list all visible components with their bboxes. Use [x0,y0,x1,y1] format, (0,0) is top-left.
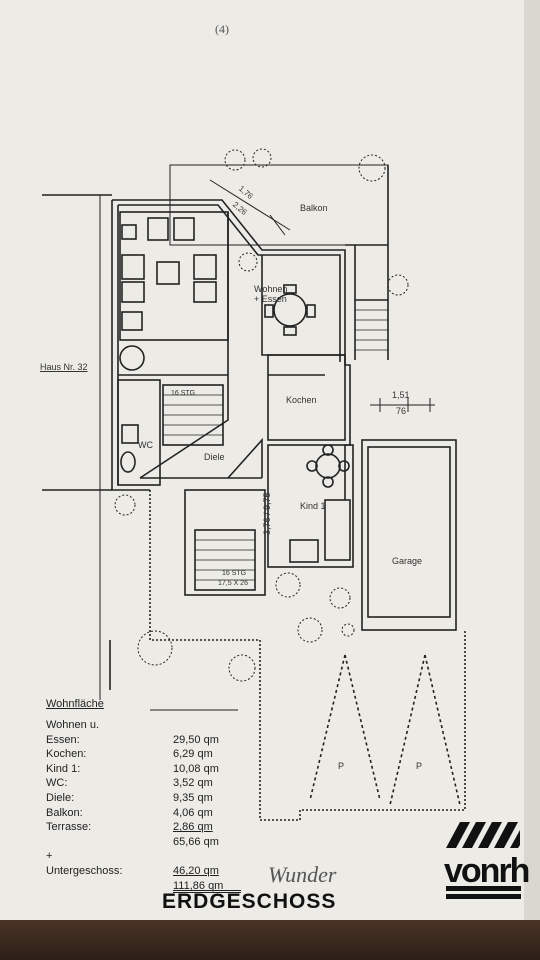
house-number-label: Haus Nr. 32 [40,362,88,372]
row-value: 2,86 qm [173,821,213,834]
stair-lower-label-a: 16 STG [222,570,247,577]
table-row: Kind 1: 10,08 qm [46,762,241,777]
table-row: Wohnen u. [46,718,241,733]
table-row: Kochen: 6,29 qm [46,747,241,762]
row-value: 65,66 qm [173,835,219,848]
row-label: WC: [46,777,68,790]
kochen-label: Kochen [286,395,317,405]
kind-dim-label: 3,76 / 9,75 [262,492,272,535]
row-label: + [46,850,53,863]
wohnflaeche-title: Wohnfläche [46,698,104,710]
row-value: 3,52 qm [173,777,213,790]
stair-upper-label: 16 STG [171,390,196,397]
row-label: Terrasse: [46,821,92,834]
table-row: Untergeschoss: 46,20 qm [46,864,241,879]
table-row: Terrasse: 2,86 qm [46,820,241,835]
row-label: Essen: [46,733,80,746]
kind-label: Kind 1 [300,501,326,511]
parking-label-2: P [416,761,423,771]
wc-label: WC [138,440,153,450]
diele-label: Diele [204,452,225,462]
stair-lower-label-b: 17,5 X 26 [218,580,248,587]
adjacent-page [524,0,540,920]
wohnen-label: Wohnen [254,284,288,294]
row-value: 46,20 qm [173,864,219,877]
essen-label: + Essen [254,294,287,304]
table-row: Essen: 29,50 qm [46,733,241,748]
row-value: 111,86 qm [173,879,241,894]
row-value: 10,08 qm [173,762,219,775]
table-row: + [46,849,241,864]
row-value: 6,29 qm [173,748,213,761]
row-value: 29,50 qm [173,733,219,746]
table-row: 111,86 qm [46,879,241,894]
balkon-label: Balkon [300,203,328,213]
table-row: Balkon: 4,06 qm [46,806,241,821]
company-logo: vonrh [444,852,530,890]
row-value [173,849,241,864]
dim-label-d: 76 [396,406,407,416]
row-label: Wohnen u. [46,719,100,731]
table-row: WC: 3,52 qm [46,776,241,791]
table-row: Diele: 9,35 qm [46,791,241,806]
row-label: Diele: [46,791,75,804]
floor-heading: ERDGESCHOSS [162,890,337,913]
handwritten-signature: Wunder [268,862,337,887]
row-value: 4,06 qm [173,806,213,819]
row-value: 9,35 qm [173,791,213,804]
row-label: Kind 1: [46,762,81,775]
table-row: 65,66 qm [46,835,241,850]
parking-label-1: P [338,761,345,771]
wohnflaeche-table: Wohnen u. Essen:29,50 qm Kochen:6,29 qm … [46,718,241,894]
row-value [173,718,241,733]
page-number: (4) [215,22,229,36]
row-label: Balkon: [46,806,83,819]
garage-label: Garage [392,556,423,566]
dim-label-c: 1,51 [392,390,410,400]
table-surface [0,920,540,960]
row-label: Untergeschoss: [46,864,123,877]
row-label: Kochen: [46,748,87,761]
